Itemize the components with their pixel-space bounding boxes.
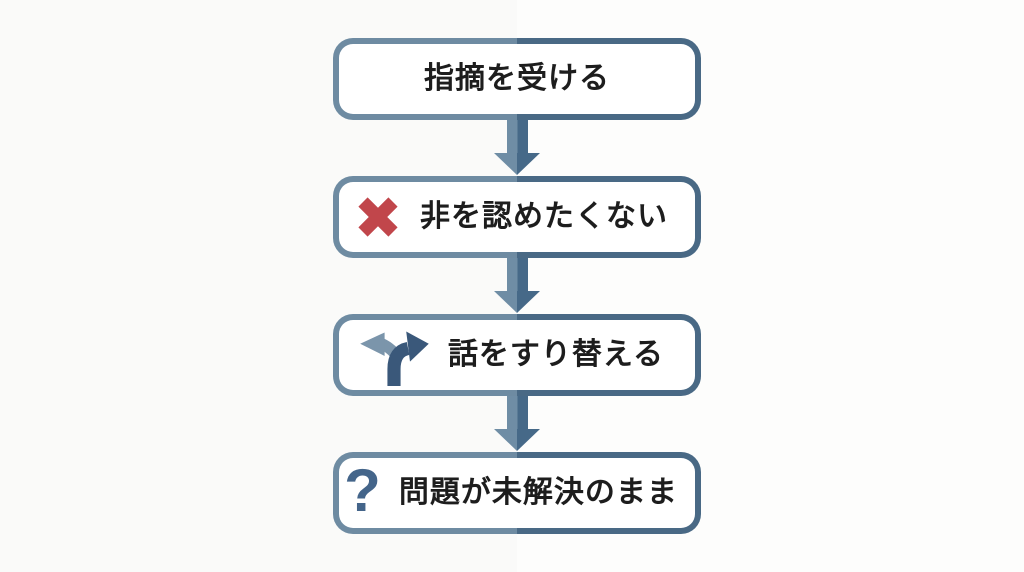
down-arrow-shaft [506, 258, 528, 292]
flow-step-2-label: 非を認めたくない [420, 200, 668, 233]
flow-step-3-label: 話をすり替える [447, 338, 665, 371]
down-arrow-head [494, 291, 540, 313]
down-arrow-head [494, 153, 540, 175]
flow-step-problem-unresolved: ? 問題が未解決のまま [333, 452, 701, 534]
flow-step-1-label: 指摘を受ける [424, 62, 610, 95]
flowchart: 指摘を受ける 非を認めたくない [333, 38, 701, 534]
flow-step-refuse-to-admit-fault: 非を認めたくない [333, 176, 701, 258]
flow-arrow-2 [494, 258, 540, 314]
fork-arrows-icon [358, 324, 430, 386]
flow-step-receive-criticism: 指摘を受ける [333, 38, 701, 120]
flow-step-change-the-subject: 話をすり替える [333, 314, 701, 396]
down-arrow-shaft [506, 120, 528, 154]
flow-step-4-label: 問題が未解決のまま [398, 476, 678, 509]
flow-arrow-1 [494, 120, 540, 176]
question-mark-icon: ? [344, 457, 381, 524]
x-mark-icon [354, 193, 402, 241]
flow-arrow-3 [494, 396, 540, 452]
down-arrow-shaft [506, 396, 528, 430]
down-arrow-head [494, 429, 540, 451]
